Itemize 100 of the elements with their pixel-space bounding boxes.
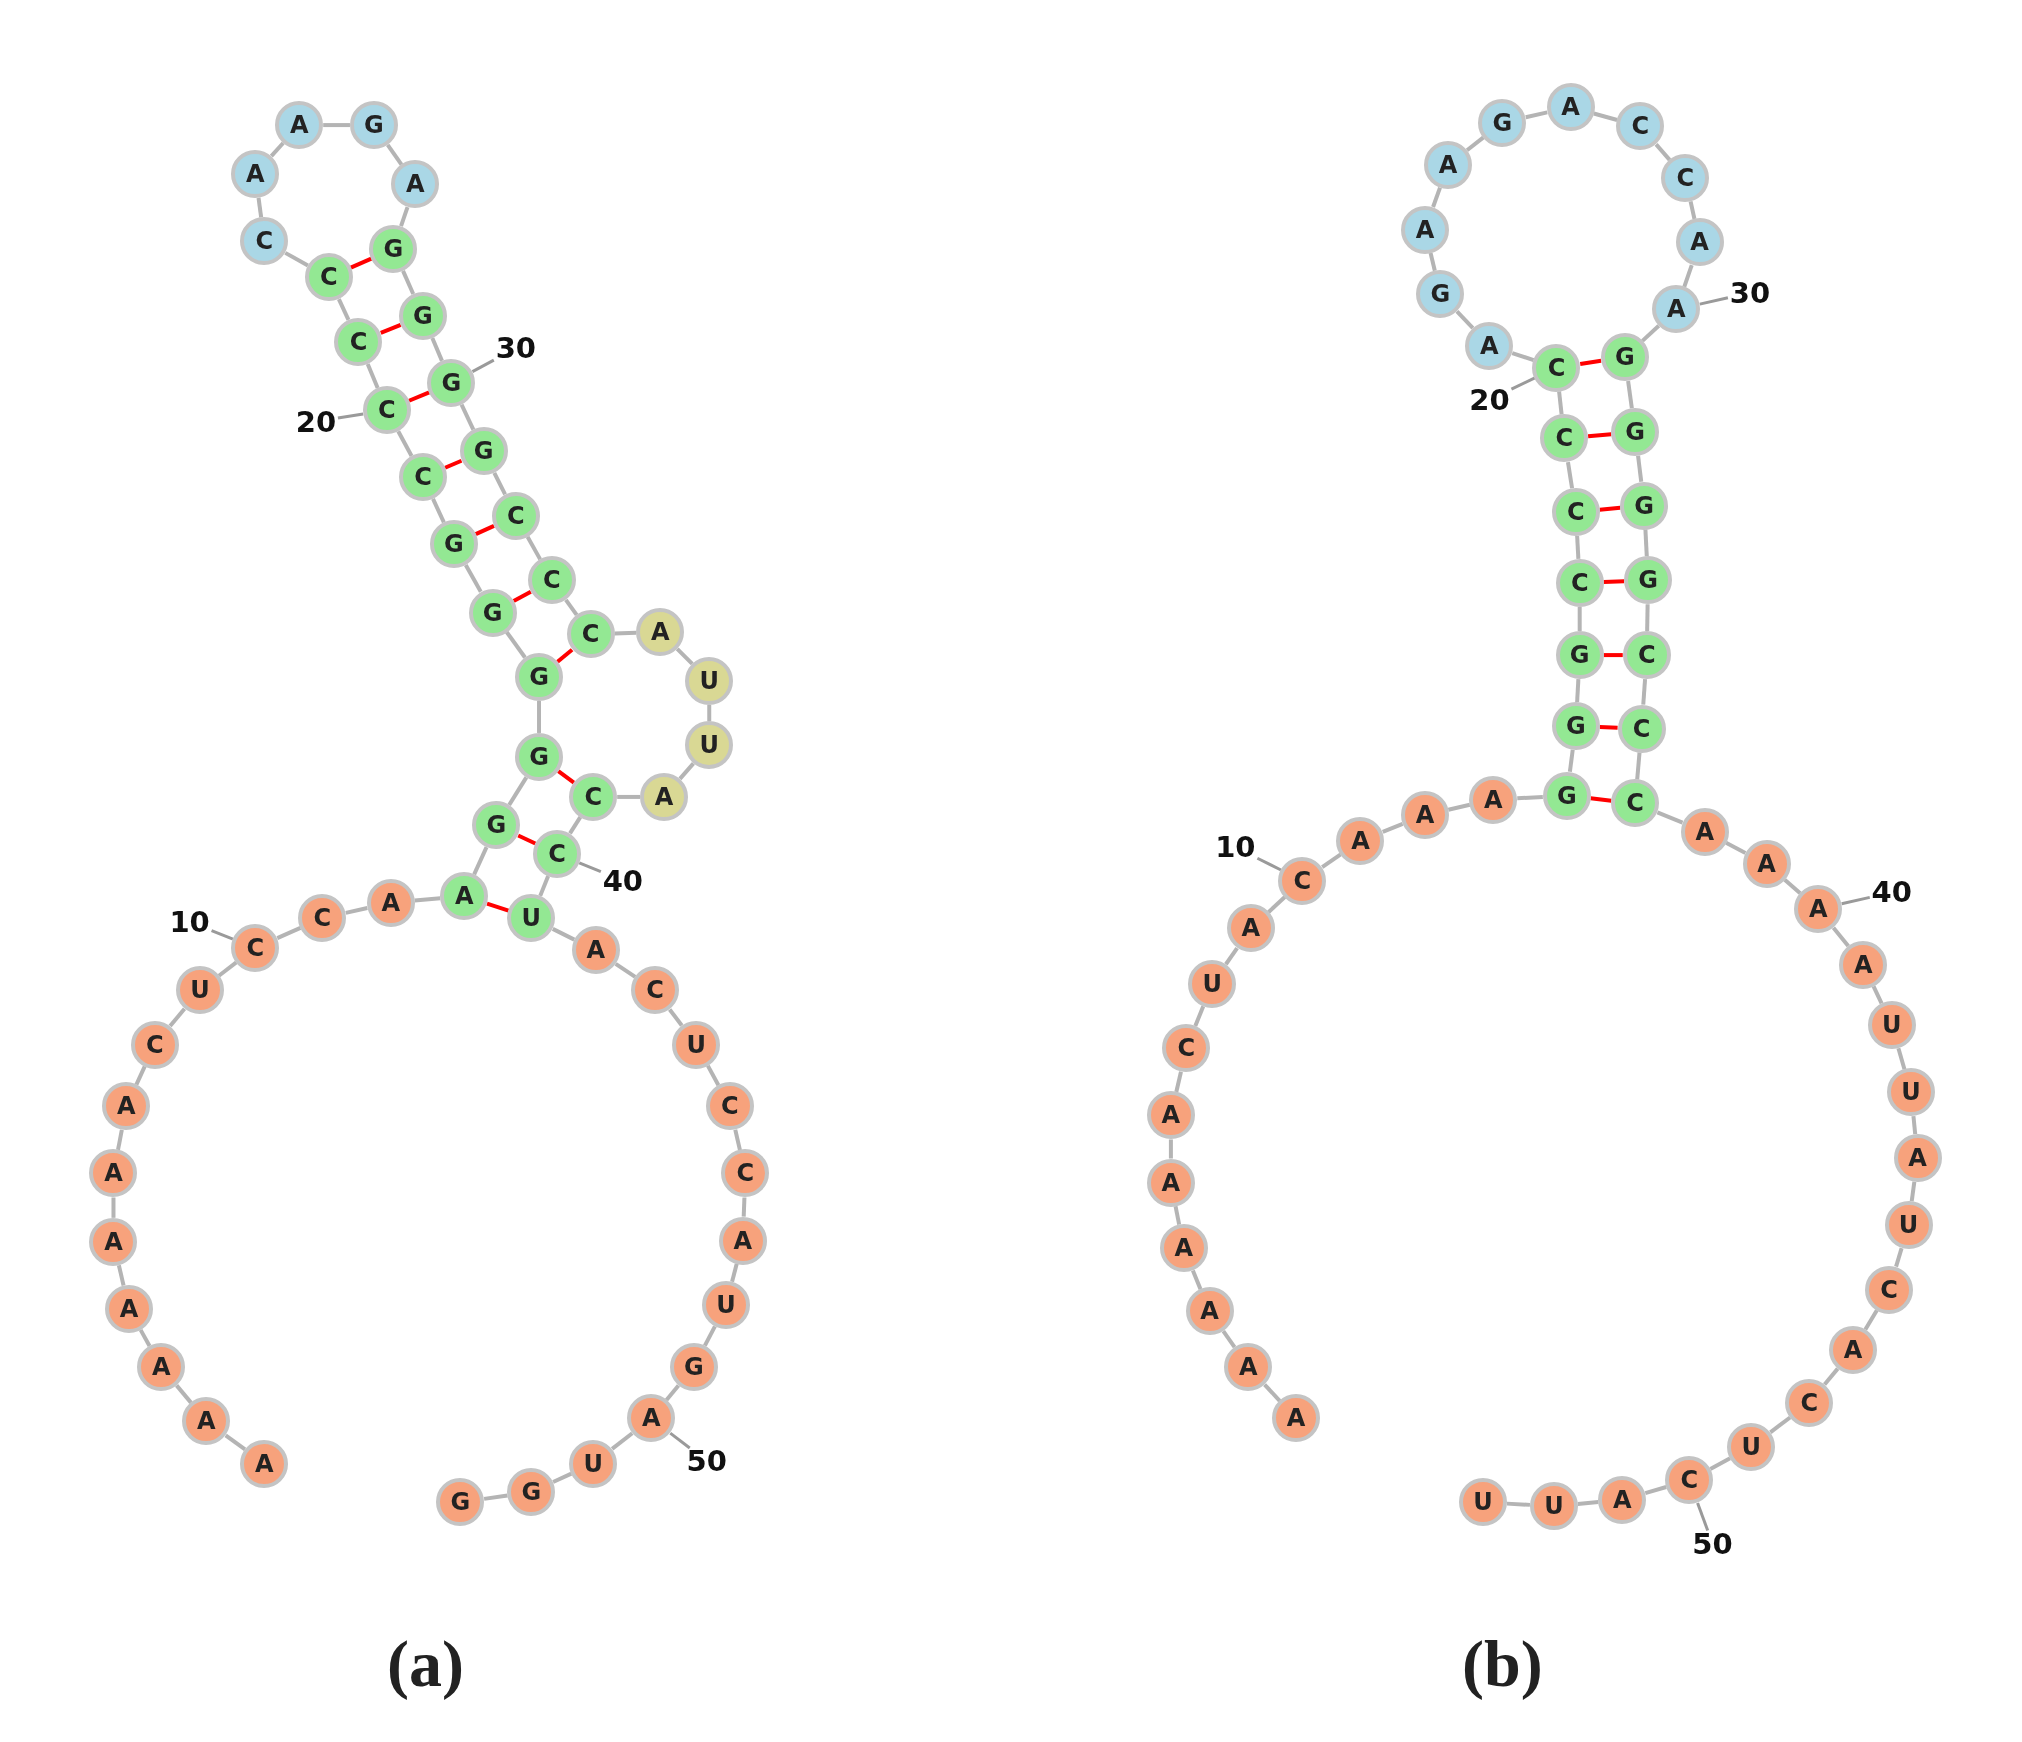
nucleotide-circle: C bbox=[1661, 153, 1710, 202]
nucleotide-circle: C bbox=[527, 556, 576, 605]
nucleotide-circle: C bbox=[1611, 779, 1660, 828]
nucleotide-circle: G bbox=[436, 1478, 485, 1527]
nucleotide-circle: U bbox=[1188, 959, 1237, 1008]
backbone-line bbox=[1455, 310, 1475, 330]
nucleotide-circle: G bbox=[1551, 702, 1600, 750]
backbone-line bbox=[1431, 186, 1442, 208]
backbone-line bbox=[537, 701, 542, 733]
leader-line bbox=[337, 412, 364, 420]
nucleotide-circle: G bbox=[472, 801, 521, 850]
nucleotide-circle: C bbox=[1617, 704, 1666, 753]
backbone-line bbox=[525, 535, 542, 561]
nucleotide-circle: G bbox=[1555, 631, 1604, 680]
backbone-line bbox=[664, 1384, 681, 1402]
backbone-line bbox=[564, 598, 579, 617]
base-pair-line bbox=[556, 648, 574, 664]
nucleotide-circle: A bbox=[1336, 816, 1385, 865]
backbone-line bbox=[1831, 926, 1850, 948]
nucleotide-circle: C bbox=[1278, 856, 1327, 905]
backbone-line bbox=[138, 1328, 152, 1347]
panel-label: (b) bbox=[1462, 1625, 1543, 1702]
backbone-line bbox=[614, 630, 637, 636]
backbone-line bbox=[707, 704, 712, 722]
backbone-line bbox=[505, 630, 527, 659]
base-pair-line bbox=[1603, 579, 1625, 584]
backbone-line bbox=[414, 896, 441, 903]
backbone-line bbox=[1173, 1205, 1182, 1226]
nucleotide-circle: A bbox=[1680, 807, 1729, 856]
backbone-line bbox=[1641, 678, 1648, 705]
nucleotide-circle: C bbox=[1785, 1379, 1834, 1427]
backbone-line bbox=[538, 875, 551, 897]
base-pair-line bbox=[1603, 653, 1623, 658]
nucleotide-circle: A bbox=[1652, 285, 1701, 334]
backbone-line bbox=[111, 1197, 116, 1218]
backbone-line bbox=[472, 846, 489, 876]
backbone-line bbox=[365, 363, 380, 389]
base-pair-line bbox=[486, 901, 510, 913]
nucleotide-circle: G bbox=[427, 359, 476, 407]
nucleotide-circle: C bbox=[298, 894, 347, 943]
backbone-line bbox=[703, 1325, 717, 1347]
nucleotide-circle: A bbox=[102, 1082, 151, 1131]
nucleotide-circle: G bbox=[1624, 556, 1673, 605]
nucleotide-circle: A bbox=[240, 1439, 289, 1488]
position-number: 50 bbox=[1692, 1526, 1733, 1561]
nucleotide-circle: A bbox=[137, 1342, 186, 1391]
nucleotide-circle: A bbox=[1146, 1091, 1195, 1140]
backbone-line bbox=[1168, 1139, 1173, 1159]
nucleotide-circle: G bbox=[1478, 98, 1527, 147]
nucleotide-circle: U bbox=[685, 656, 734, 705]
nucleotide-circle: A bbox=[89, 1149, 138, 1198]
backbone-line bbox=[1894, 1247, 1904, 1268]
base-pair-line bbox=[408, 390, 430, 403]
leader-line bbox=[1510, 376, 1536, 391]
backbone-line bbox=[552, 1471, 573, 1484]
backbone-line bbox=[1224, 947, 1239, 966]
base-pair-line bbox=[557, 769, 576, 785]
nucleotide-circle: A bbox=[1272, 1394, 1320, 1443]
position-number: 20 bbox=[295, 404, 337, 439]
nucleotide-circle: A bbox=[1893, 1134, 1942, 1182]
backbone-line bbox=[284, 251, 309, 268]
backbone-line bbox=[614, 962, 637, 979]
backbone-line bbox=[1823, 1367, 1840, 1386]
nucleotide-circle: C bbox=[1551, 487, 1600, 536]
base-pair-line bbox=[380, 323, 402, 335]
nucleotide-circle: A bbox=[391, 160, 440, 209]
nucleotide-circle: C bbox=[304, 253, 353, 302]
nucleotide-circle: A bbox=[1224, 1342, 1273, 1391]
nucleotide-circle: G bbox=[515, 732, 563, 781]
backbone-line bbox=[256, 197, 264, 218]
nucleotide-circle: C bbox=[1162, 1024, 1211, 1073]
backbone-line bbox=[134, 1065, 147, 1086]
backbone-line bbox=[1643, 529, 1649, 557]
backbone-line bbox=[168, 1007, 187, 1028]
backbone-line bbox=[1511, 351, 1535, 362]
nucleotide-circle: A bbox=[366, 878, 415, 927]
nucleotide-circle: A bbox=[1185, 1287, 1234, 1336]
leader-line bbox=[578, 861, 602, 874]
backbone-line bbox=[1656, 810, 1684, 825]
backbone-line bbox=[741, 1197, 747, 1217]
backbone-line bbox=[1909, 1181, 1917, 1202]
backbone-line bbox=[1783, 878, 1802, 895]
nucleotide-circle: A bbox=[627, 1394, 676, 1443]
position-number: 20 bbox=[1469, 382, 1510, 417]
backbone-line bbox=[1221, 1330, 1237, 1349]
backbone-line bbox=[730, 1263, 739, 1283]
backbone-line bbox=[1896, 1047, 1907, 1070]
leader-line bbox=[1699, 296, 1729, 306]
nucleotide-circle: C bbox=[721, 1149, 770, 1198]
nucleotide-circle: A bbox=[1469, 775, 1518, 824]
backbone-line bbox=[401, 270, 416, 295]
nucleotide-circle: G bbox=[429, 520, 478, 569]
nucleotide-circle: G bbox=[515, 653, 563, 701]
position-number: 30 bbox=[1729, 275, 1771, 310]
nucleotide-circle: G bbox=[1542, 771, 1591, 820]
nucleotide-circle: C bbox=[231, 923, 280, 972]
position-number: 40 bbox=[602, 863, 643, 898]
nucleotide-circle: G bbox=[369, 224, 418, 273]
nucleotide-circle: U bbox=[685, 721, 734, 770]
nucleotide-circle: U bbox=[1887, 1068, 1936, 1117]
